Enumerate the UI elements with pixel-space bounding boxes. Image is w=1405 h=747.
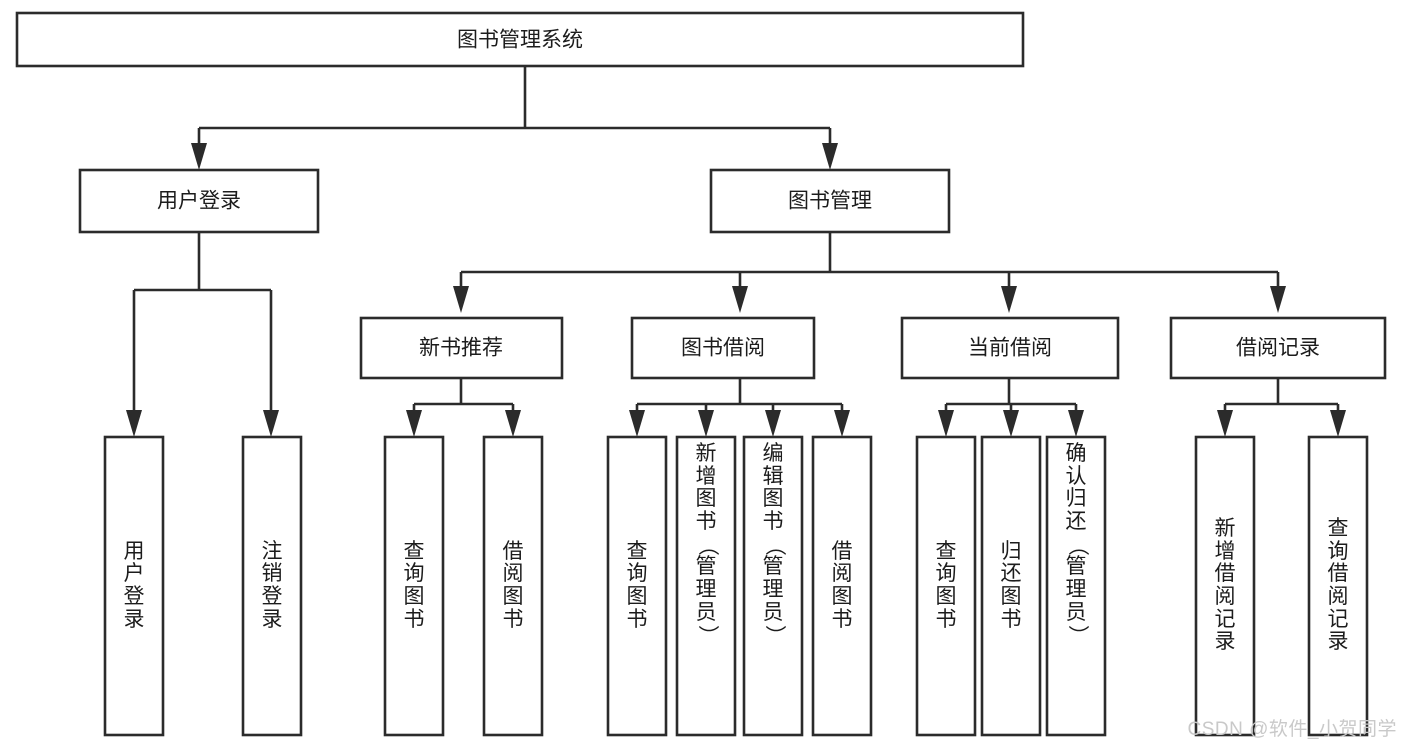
arrow-head-borrowrecord-leaf1: [1217, 410, 1233, 437]
watermark-text: CSDN @软件_小贺同学: [1187, 719, 1397, 740]
arrow-head-newbook-leaf2: [505, 410, 521, 437]
arrow-head-currentborrow-leaf1: [938, 410, 954, 437]
node-root[interactable]: 图书管理系统: [15, 11, 1025, 68]
arrow-head-userlogin-leaf1: [126, 410, 142, 437]
arrow-head-borrowrecord-leaf2: [1330, 410, 1346, 437]
node-new-book-recommend-label: 新书推荐: [419, 337, 503, 360]
node-book-management[interactable]: 图书管理: [709, 168, 951, 234]
connectors-currentborrow-to-leaves: [938, 378, 1084, 437]
node-current-borrow[interactable]: 当前借阅: [900, 316, 1120, 380]
leaf-box-book-borrow-1[interactable]: [675, 435, 737, 737]
arrow-head-bookborrow: [732, 286, 748, 313]
node-borrow-record[interactable]: 借阅记录: [1169, 316, 1387, 380]
connectors-root-to-level2: [191, 66, 838, 170]
node-user-login[interactable]: 用户登录: [78, 168, 320, 234]
leaf-box-new-book-1[interactable]: [482, 435, 544, 737]
leaf-box-current-borrow-0[interactable]: [915, 435, 977, 737]
leaf-boxes-book-borrow: [606, 435, 873, 737]
leaf-box-book-borrow-0[interactable]: [606, 435, 668, 737]
arrow-head-bookborrow-leaf1: [629, 410, 645, 437]
leaf-boxes-new-book-recommend: [383, 435, 544, 737]
connectors-userlogin-to-leaves: [126, 232, 279, 437]
arrow-head-currentborrow-leaf3: [1068, 410, 1084, 437]
node-user-login-box[interactable]: [78, 168, 320, 234]
node-book-borrow[interactable]: 图书借阅: [630, 316, 816, 380]
leaf-box-user-login-1[interactable]: [241, 435, 303, 737]
node-borrow-record-box[interactable]: [1169, 316, 1387, 380]
arrow-head-bookmgmt: [822, 143, 838, 170]
node-borrow-record-label: 借阅记录: [1236, 337, 1320, 360]
node-book-management-label: 图书管理: [788, 190, 872, 213]
arrow-head-currentborrow: [1001, 286, 1017, 313]
arrow-head-userlogin-leaf2: [263, 410, 279, 437]
arrow-head-bookborrow-leaf3: [765, 410, 781, 437]
leaf-box-current-borrow-2[interactable]: [1045, 435, 1107, 737]
node-current-borrow-box[interactable]: [900, 316, 1120, 380]
connectors-bookborrow-to-leaves: [629, 378, 850, 437]
arrow-head-userlogin: [191, 143, 207, 170]
node-user-login-label: 用户登录: [157, 190, 241, 213]
node-root-box[interactable]: [15, 11, 1025, 68]
leaf-box-new-book-0[interactable]: [383, 435, 445, 737]
leaf-boxes-current-borrow: [915, 435, 1107, 737]
node-current-borrow-label: 当前借阅: [968, 337, 1052, 360]
node-book-borrow-box[interactable]: [630, 316, 816, 380]
leaf-boxes-borrow-record: [1194, 435, 1369, 737]
leaf-boxes-user-login: [103, 435, 303, 737]
arrow-head-bookborrow-leaf4: [834, 410, 850, 437]
connectors-borrowrecord-to-leaves: [1217, 378, 1346, 437]
connectors-newbook-to-leaves: [406, 378, 521, 437]
node-root-label: 图书管理系统: [457, 29, 583, 52]
leaf-box-book-borrow-2[interactable]: [742, 435, 804, 737]
node-new-book-recommend[interactable]: 新书推荐: [359, 316, 564, 380]
node-book-borrow-label: 图书借阅: [681, 337, 765, 360]
node-book-management-box[interactable]: [709, 168, 951, 234]
arrow-head-newbook-leaf1: [406, 410, 422, 437]
arrow-head-borrowrecord: [1270, 286, 1286, 313]
node-new-book-recommend-box[interactable]: [359, 316, 564, 380]
leaf-box-current-borrow-1[interactable]: [980, 435, 1042, 737]
leaf-box-borrow-record-1[interactable]: [1307, 435, 1369, 737]
arrow-head-currentborrow-leaf2: [1003, 410, 1019, 437]
arrow-head-bookborrow-leaf2: [698, 410, 714, 437]
leaf-box-user-login-0[interactable]: [103, 435, 165, 737]
arrow-head-newbook: [453, 286, 469, 313]
leaf-box-borrow-record-0[interactable]: [1194, 435, 1256, 737]
leaf-box-book-borrow-3[interactable]: [811, 435, 873, 737]
connectors-bookmgmt-to-level3: [453, 232, 1286, 313]
